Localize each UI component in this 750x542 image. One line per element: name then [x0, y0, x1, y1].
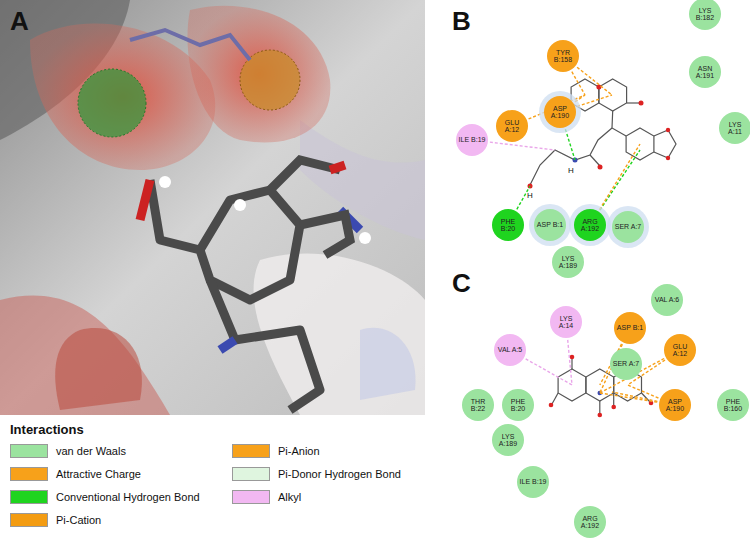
residue-circle: THR B:22: [462, 389, 494, 421]
residue-circle: PHE B:20: [492, 209, 524, 241]
residue-circle: VAL A:5: [494, 334, 526, 366]
legend-swatch: [232, 467, 270, 481]
legend-text: Pi-Cation: [56, 514, 101, 526]
residue-circle: TYR B:158: [547, 40, 579, 72]
residue-name: ARG A:192: [576, 218, 604, 233]
interaction-line: [490, 142, 555, 150]
residue-name: PHE B:160: [719, 398, 747, 413]
legend-swatch: [10, 490, 48, 504]
interaction-line: [577, 95, 612, 106]
legend-text: van der Waals: [56, 445, 126, 457]
residue-circle: LYS B:182: [689, 0, 721, 30]
panel-letter: B: [452, 6, 471, 37]
legend-row: Pi-Donor Hydrogen Bond: [232, 467, 401, 481]
legend-title: Interactions: [10, 422, 84, 437]
residue-name: GLU A:12: [498, 119, 526, 134]
residue-name: ASP A:190: [661, 398, 689, 413]
residue-name: LYS A:11: [721, 121, 749, 136]
interaction-line: [600, 150, 640, 210]
legend-row: van der Waals: [10, 444, 126, 458]
residue-name: ARG A:192: [576, 515, 604, 530]
residue-circle: LYS A:11: [719, 112, 750, 144]
legend-text: Pi-Anion: [278, 445, 320, 457]
residue-name: PHE B:20: [504, 398, 532, 413]
residue-circle: LYS A:189: [492, 424, 524, 456]
panel-letter: C: [452, 268, 471, 299]
legend-text: Attractive Charge: [56, 468, 141, 480]
residue-name: PHE B:20: [494, 218, 522, 233]
legend-row: Pi-Cation: [10, 513, 101, 527]
residue-circle: ASP A:190: [544, 96, 576, 128]
residue-circle: ASP B:1: [614, 312, 646, 344]
interaction-line: [600, 393, 657, 402]
interaction-line: [565, 129, 575, 160]
residue-name: GLU A:12: [666, 343, 694, 358]
residue-name: SER A:7: [615, 223, 641, 230]
residue-name: ASP A:190: [546, 105, 574, 120]
legend-swatch: [10, 513, 48, 527]
residue-name: LYS B:182: [691, 7, 719, 22]
legend-text: Alkyl: [278, 491, 301, 503]
residue-name: TYR B:158: [549, 49, 577, 64]
residue-circle: GLU A:12: [496, 110, 528, 142]
residue-name: THR B:22: [464, 398, 492, 413]
legend-swatch: [10, 467, 48, 481]
residue-circle: SER A:7: [610, 348, 642, 380]
residue-name: ILE B:19: [459, 136, 486, 143]
atom-label: H: [568, 166, 574, 175]
legend-row: Attractive Charge: [10, 467, 141, 481]
residue-name: VAL A:5: [498, 346, 523, 353]
residue-circle: ASN A:191: [689, 56, 721, 88]
legend-swatch: [232, 490, 270, 504]
legend-text: Pi-Donor Hydrogen Bond: [278, 468, 401, 480]
residue-name: LYS A:14: [552, 315, 580, 330]
residue-circle: GLU A:12: [664, 334, 696, 366]
residue-circle: SER A:7: [612, 211, 644, 243]
interaction-line: [526, 359, 572, 385]
interaction-line: [599, 144, 640, 210]
legend-swatch: [232, 444, 270, 458]
legend-swatch: [10, 444, 48, 458]
residue-circle: PHE B:160: [717, 389, 749, 421]
residue-circle: ARG A:192: [574, 209, 606, 241]
residue-circle: ASP A:190: [659, 389, 691, 421]
residue-circle: ILE B:19: [456, 124, 488, 156]
residue-name: LYS A:189: [494, 433, 522, 448]
residue-circle: LYS A:189: [552, 246, 584, 278]
residue-name: ASN A:191: [691, 65, 719, 80]
legend-row: Pi-Anion: [232, 444, 320, 458]
interaction-line: [572, 72, 585, 95]
interaction-line: [568, 340, 572, 385]
residue-circle: ILE B:19: [517, 466, 549, 498]
residue-name: ASP B:1: [617, 324, 643, 331]
interaction-line: [577, 67, 612, 95]
interaction-line: [612, 392, 657, 401]
residue-circle: ARG A:192: [574, 506, 606, 538]
residue-circle: ASP B:1: [534, 209, 566, 241]
residue-circle: LYS A:14: [550, 306, 582, 338]
residue-name: LYS A:189: [554, 255, 582, 270]
panel-letter: A: [10, 6, 29, 37]
residue-name: ILE B:19: [520, 478, 547, 485]
legend-row: Alkyl: [232, 490, 301, 504]
residue-name: SER A:7: [613, 360, 639, 367]
residue-circle: PHE B:20: [502, 389, 534, 421]
residue-circle: VAL A:6: [651, 284, 683, 316]
legend-text: Conventional Hydrogen Bond: [56, 491, 200, 503]
legend-row: Conventional Hydrogen Bond: [10, 490, 200, 504]
residue-name: ASP B:1: [537, 221, 563, 228]
atom-label: H: [527, 191, 533, 200]
residue-name: VAL A:6: [655, 296, 680, 303]
